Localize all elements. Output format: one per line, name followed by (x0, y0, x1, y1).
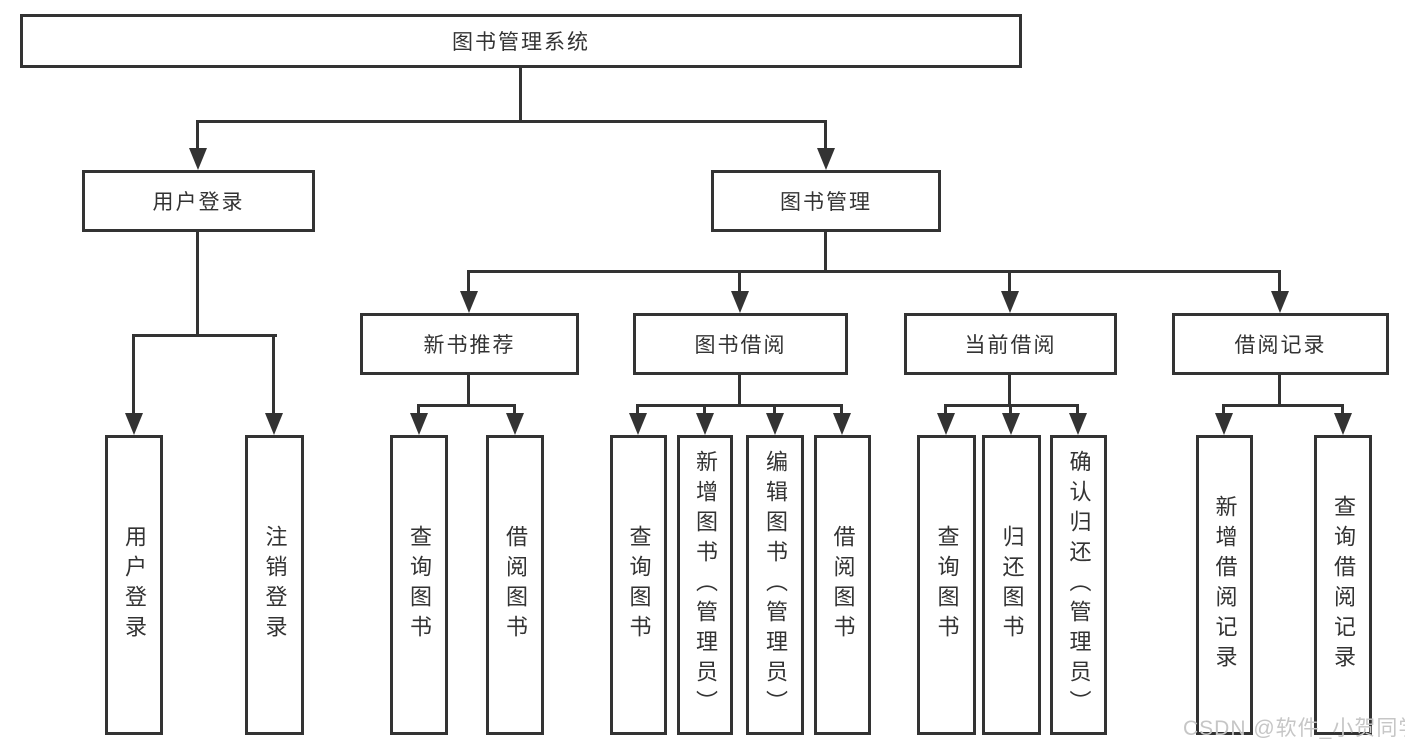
node-book-borrow: 图书借阅 (633, 313, 848, 375)
leaf-label: 用户登录 (122, 525, 147, 645)
arrow-down-icon (1215, 413, 1233, 435)
connector-line (738, 373, 741, 407)
connector-line (196, 120, 827, 123)
arrow-down-icon (1001, 291, 1019, 313)
connector-line (132, 334, 277, 337)
arrow-down-icon (817, 148, 835, 170)
arrow-down-icon (189, 148, 207, 170)
leaf-borrow-books-1: 借阅图书 (486, 435, 544, 735)
arrow-down-icon (696, 413, 714, 435)
node-label: 用户登录 (152, 191, 245, 214)
leaf-query-borrow-record: 查询借阅记录 (1314, 435, 1372, 735)
leaf-query-books-3: 查询图书 (917, 435, 976, 735)
arrow-down-icon (265, 413, 283, 435)
node-new-book-recommend: 新书推荐 (360, 313, 579, 375)
leaf-label: 查询图书 (626, 525, 652, 645)
connector-line (196, 121, 199, 151)
connector-line (519, 66, 522, 122)
arrow-down-icon (833, 413, 851, 435)
connector-line (272, 334, 275, 415)
arrow-down-icon (937, 413, 955, 435)
leaf-label: 确认归还（管理员） (1066, 450, 1092, 720)
connector-line (1008, 373, 1011, 407)
leaf-label: 新增图书（管理员） (693, 450, 718, 720)
node-user-login: 用户登录 (82, 170, 315, 232)
leaf-add-books-admin: 新增图书（管理员） (677, 435, 733, 735)
connector-line (1278, 373, 1281, 407)
connector-line (196, 230, 199, 336)
connector-line (1222, 404, 1225, 415)
arrow-down-icon (460, 291, 478, 313)
node-label: 新书推荐 (423, 334, 516, 357)
leaf-edit-books-admin: 编辑图书（管理员） (746, 435, 804, 735)
leaf-label: 借阅图书 (830, 525, 856, 645)
connector-line (773, 404, 776, 415)
leaf-label: 查询图书 (934, 525, 960, 645)
leaf-label: 查询借阅记录 (1331, 495, 1356, 675)
node-label: 当前借阅 (964, 334, 1057, 357)
connector-line (824, 121, 827, 151)
connector-line (840, 404, 843, 415)
connector-line (738, 271, 741, 293)
connector-line (513, 404, 516, 415)
arrow-down-icon (629, 413, 647, 435)
leaf-borrow-books-2: 借阅图书 (814, 435, 871, 735)
connector-line (1008, 271, 1011, 293)
connector-line (417, 404, 516, 407)
arrow-down-icon (731, 291, 749, 313)
connector-line (1341, 404, 1344, 415)
node-label: 图书管理系统 (452, 31, 590, 54)
connector-line (1009, 404, 1012, 415)
connector-line (1222, 404, 1344, 407)
node-current-borrow: 当前借阅 (904, 313, 1117, 375)
node-label: 图书借阅 (694, 334, 787, 357)
connector-line (467, 270, 1281, 273)
connector-line (1076, 404, 1079, 415)
leaf-label: 借阅图书 (503, 525, 528, 645)
leaf-label: 编辑图书（管理员） (763, 450, 788, 720)
arrow-down-icon (1069, 413, 1087, 435)
arrow-down-icon (766, 413, 784, 435)
connector-line (1278, 271, 1281, 293)
leaf-logout: 注销登录 (245, 435, 304, 735)
connector-line (824, 230, 827, 273)
connector-line (703, 404, 706, 415)
arrow-down-icon (1002, 413, 1020, 435)
connector-line (636, 404, 639, 415)
connector-line (417, 404, 420, 415)
arrow-down-icon (1334, 413, 1352, 435)
leaf-confirm-return-admin: 确认归还（管理员） (1050, 435, 1107, 735)
node-book-management: 图书管理 (711, 170, 941, 232)
node-label: 借阅记录 (1234, 334, 1327, 357)
arrow-down-icon (506, 413, 524, 435)
connector-line (636, 404, 843, 407)
csdn-watermark: CSDN @软件_小贺同学 (1183, 717, 1405, 740)
leaf-label: 新增借阅记录 (1212, 495, 1238, 675)
leaf-label: 查询图书 (407, 525, 432, 645)
leaf-add-borrow-record: 新增借阅记录 (1196, 435, 1253, 735)
node-library-management-system: 图书管理系统 (20, 14, 1022, 68)
leaf-label: 注销登录 (262, 525, 288, 645)
leaf-query-books-2: 查询图书 (610, 435, 667, 735)
leaf-return-books: 归还图书 (982, 435, 1041, 735)
arrow-down-icon (410, 413, 428, 435)
leaf-query-books-1: 查询图书 (390, 435, 448, 735)
arrow-down-icon (1271, 291, 1289, 313)
connector-line (132, 334, 135, 415)
arrow-down-icon (125, 413, 143, 435)
node-borrow-records: 借阅记录 (1172, 313, 1389, 375)
connector-line (467, 373, 470, 407)
connector-line (467, 271, 470, 293)
leaf-label: 归还图书 (999, 525, 1025, 645)
node-label: 图书管理 (780, 191, 872, 214)
leaf-user-login: 用户登录 (105, 435, 163, 735)
connector-line (944, 404, 947, 415)
